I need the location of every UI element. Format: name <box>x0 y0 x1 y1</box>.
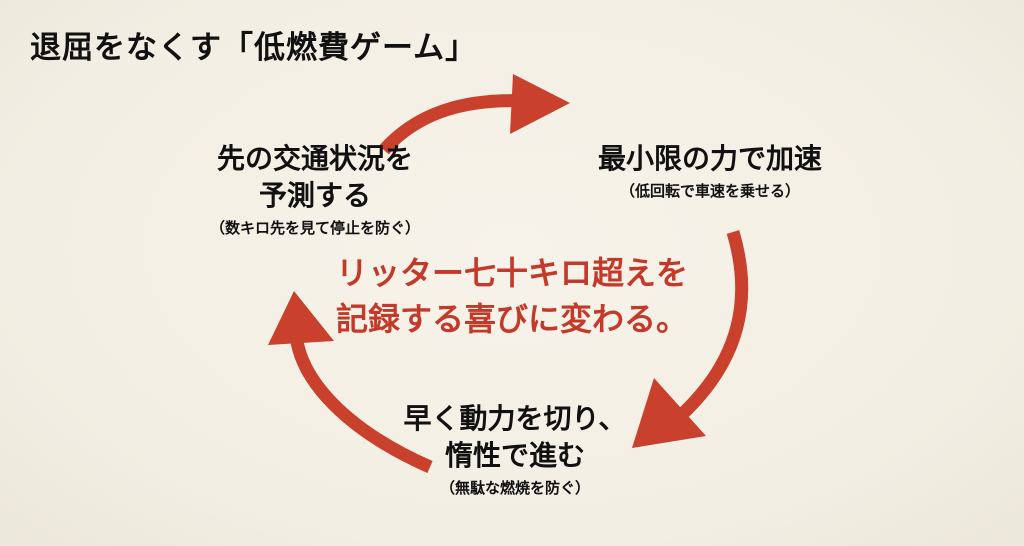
step-predict-note: （数キロ先を見て停止を防ぐ） <box>209 219 420 237</box>
arrow-head <box>510 74 570 134</box>
center-message-line2: 記録する喜びに変わる。 <box>335 300 688 338</box>
arrow-accelerate-to-coast <box>632 230 749 448</box>
step-coast-note: （無駄な燃焼を防ぐ） <box>439 479 590 497</box>
arrow-predict-to-accelerate <box>379 74 570 155</box>
step-predict-traffic: 先の交通状況を 予測する （数キロ先を見て停止を防ぐ） <box>190 140 440 239</box>
step-coast: 早く動力を切り、 惰性で進む （無駄な燃焼を防ぐ） <box>385 400 645 499</box>
arrow-shaft <box>671 230 749 425</box>
step-predict-line2: 予測する <box>258 179 371 212</box>
arrow-coast-to-predict <box>268 291 433 473</box>
arrow-shaft <box>379 94 529 155</box>
step-predict-line1: 先の交通状況を <box>216 142 413 175</box>
diagram-title: 退屈をなくす「低燃費ゲーム」 <box>30 30 478 66</box>
center-message-line1: リッター七十キロ超えを <box>335 254 688 292</box>
arrow-head <box>268 291 334 345</box>
step-coast-line2: 惰性で進む <box>444 439 585 472</box>
step-coast-line1: 早く動力を切り、 <box>403 402 627 435</box>
center-message: リッター七十キロ超えを 記録する喜びに変わる。 <box>302 250 722 342</box>
step-accelerate-note: （低回転で車速を乗せる） <box>619 182 800 200</box>
step-accelerate-line1: 最小限の力で加速 <box>597 142 822 175</box>
step-minimal-acceleration: 最小限の力で加速 （低回転で車速を乗せる） <box>580 140 840 202</box>
arrow-head <box>632 378 706 448</box>
arrow-shaft <box>289 333 433 473</box>
